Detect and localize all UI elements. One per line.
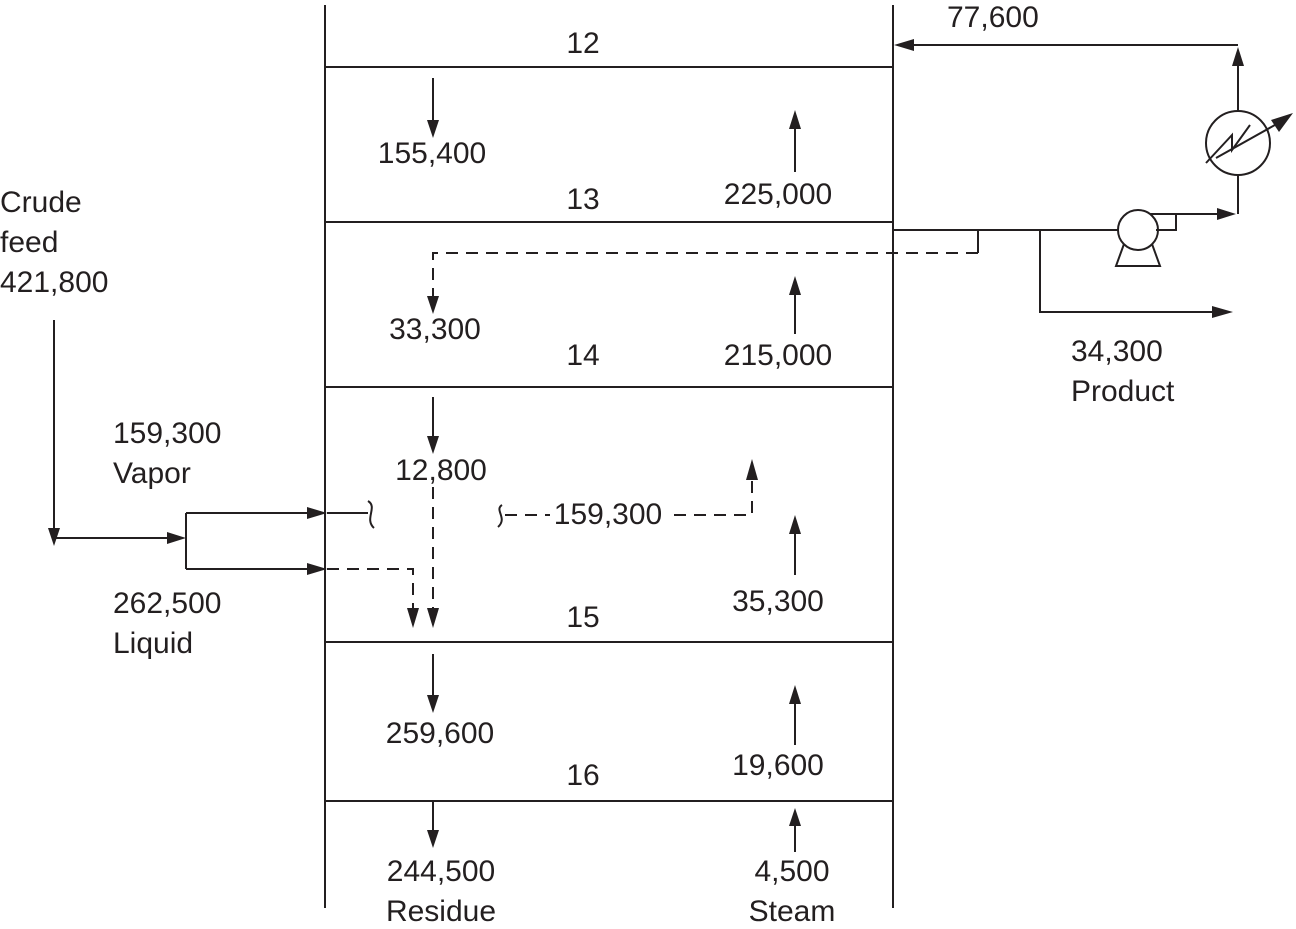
liquid-flow-below-12: 155,400 [378,137,486,170]
steam-value: 4,500 [754,855,829,888]
reflux-return-value: 77,600 [947,1,1039,34]
residue-value: 244,500 [387,855,495,888]
vapor-arrow-above-15 [789,515,801,575]
steam-label: Steam [749,895,836,928]
vapor-flow-above-14: 215,000 [724,339,832,372]
feed-liquid-branch [186,563,419,628]
feed-vapor-branch [186,500,375,529]
residue-arrow [427,802,439,848]
pump-icon [1114,209,1177,267]
residue-label: Residue [386,895,496,928]
vapor-arrow-above-14 [789,276,801,334]
feed-vapor-value: 159,300 [113,417,221,450]
cooler-icon [1205,110,1293,176]
tray-number-16: 16 [566,759,599,792]
feed-liquid-value: 262,500 [113,587,221,620]
product-value: 34,300 [1071,335,1163,368]
tray-number-15: 15 [566,601,599,634]
feed-liquid-label: Liquid [113,627,193,660]
crude-feed-label-line1: Crude [0,186,82,219]
liquid-arrow-below-15 [427,654,439,713]
liquid-arrow-below-14 [427,397,439,454]
pump-discharge-line [1176,175,1239,220]
tray-number-12: 12 [566,27,599,60]
flash-vapor-dashed-path [497,459,758,528]
liquid-dashed-to-tray-15 [427,487,439,628]
product-draw-line [1039,230,1233,318]
crude-feed-line [48,320,187,569]
vapor-arrow-above-16 [789,685,801,745]
draw-line-to-pump [893,229,1118,253]
tray-number-13: 13 [566,183,599,216]
liquid-arrow-below-12 [427,78,439,138]
liquid-flow-below-13: 33,300 [389,313,481,346]
liquid-flow-below-15: 259,600 [386,717,494,750]
steam-arrow [789,808,801,852]
vapor-flow-above-16: 19,600 [732,749,824,782]
reflux-return-line [894,39,1244,111]
vapor-flow-above-15: 35,300 [732,585,824,618]
feed-vapor-label: Vapor [113,457,191,490]
product-label: Product [1071,375,1175,408]
vapor-flow-above-13: 225,000 [724,178,832,211]
crude-feed-rate: 421,800 [0,266,108,299]
flash-vapor-value: 159,300 [554,498,662,531]
vapor-arrow-above-13 [789,110,801,172]
pumparound-dashed-return [427,252,978,314]
tray-number-14: 14 [566,339,599,372]
liquid-flow-below-14: 12,800 [395,454,487,487]
crude-feed-label-line2: feed [0,226,58,259]
